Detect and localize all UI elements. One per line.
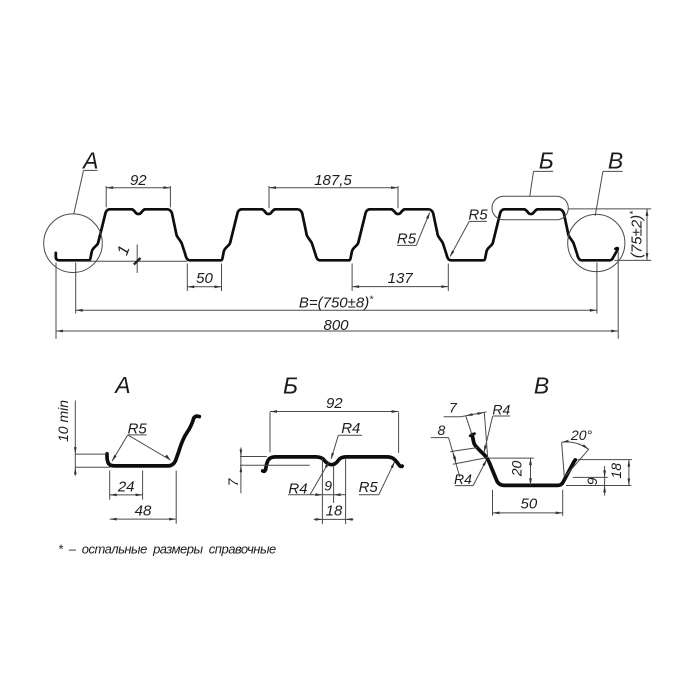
- svg-text:А: А: [113, 372, 130, 398]
- svg-text:R4: R4: [341, 420, 360, 437]
- svg-text:18: 18: [326, 503, 343, 520]
- svg-text:18: 18: [608, 463, 624, 479]
- svg-text:7: 7: [225, 477, 241, 486]
- svg-text:10 min: 10 min: [55, 400, 71, 442]
- svg-text:92: 92: [130, 172, 147, 189]
- svg-text:R5: R5: [359, 479, 379, 496]
- svg-text:* – остальные размеры спра: * – остальные размеры справочные: [58, 542, 276, 557]
- svg-text:А: А: [81, 147, 98, 173]
- svg-text:50: 50: [521, 496, 538, 513]
- svg-text:20: 20: [509, 461, 525, 478]
- svg-text:R4: R4: [454, 471, 472, 487]
- svg-text:50: 50: [196, 270, 213, 287]
- svg-text:137: 137: [388, 270, 414, 287]
- svg-text:24: 24: [117, 478, 135, 495]
- svg-text:В: В: [534, 373, 549, 399]
- svg-text:R4: R4: [492, 401, 510, 417]
- svg-text:9: 9: [324, 478, 332, 494]
- svg-text:R5: R5: [468, 207, 488, 224]
- svg-text:48: 48: [135, 502, 152, 519]
- svg-text:187,5: 187,5: [314, 172, 352, 189]
- svg-text:7: 7: [449, 399, 458, 415]
- svg-text:Б: Б: [283, 373, 298, 399]
- svg-text:20°: 20°: [570, 427, 593, 443]
- svg-text:800: 800: [323, 317, 349, 334]
- svg-text:R5: R5: [128, 420, 148, 437]
- svg-text:92: 92: [326, 395, 343, 412]
- svg-text:R4: R4: [288, 480, 307, 497]
- svg-text:9: 9: [584, 477, 600, 485]
- svg-text:В: В: [608, 147, 623, 173]
- svg-text:B=(750±8)*: B=(750±8)*: [299, 294, 374, 311]
- svg-text:Б: Б: [539, 147, 554, 173]
- svg-text:R5: R5: [397, 231, 417, 248]
- svg-text:(75±2)*: (75±2)*: [629, 210, 646, 258]
- svg-text:8: 8: [438, 422, 446, 438]
